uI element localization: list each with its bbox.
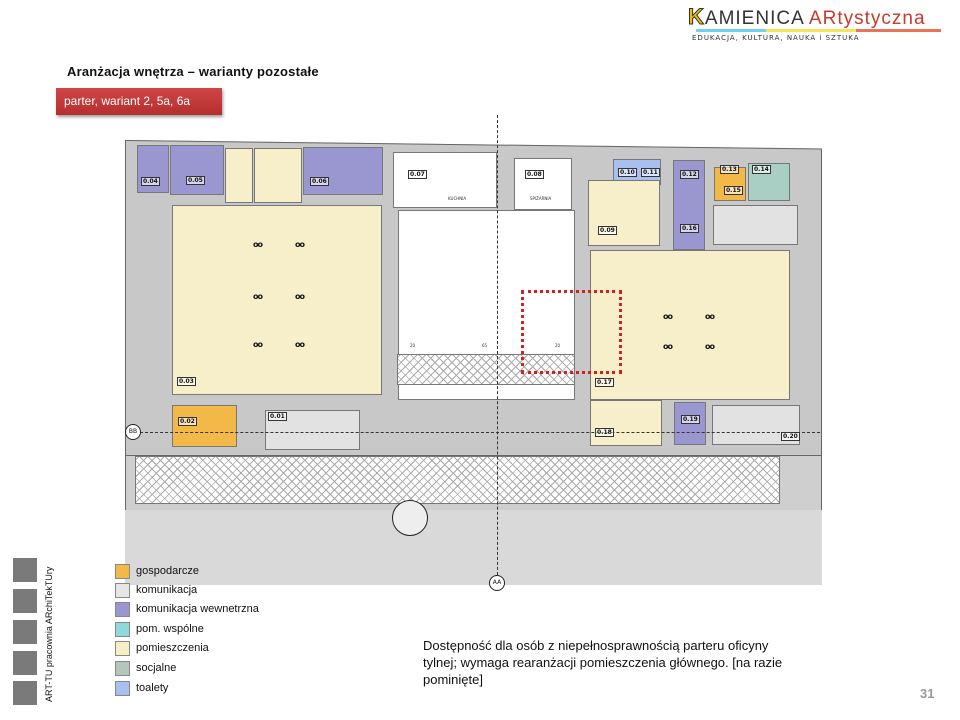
room-label: 0.14 bbox=[752, 165, 771, 174]
legend-label: komunikacja wewnetrzna bbox=[136, 603, 259, 615]
room-label: 0.17 bbox=[595, 378, 614, 387]
slide-title: Aranżacja wnętrza – warianty pozostałe bbox=[67, 64, 319, 79]
legend-item: socjalne bbox=[115, 660, 176, 676]
room-label: 0.18 bbox=[595, 428, 614, 437]
room-label: 0.10 bbox=[618, 168, 637, 177]
kitchen-label: KUCHNIA bbox=[448, 196, 467, 201]
legend-label: socjalne bbox=[136, 662, 177, 674]
legend-label: toalety bbox=[136, 682, 169, 694]
room-label: 0.05 bbox=[186, 176, 205, 185]
dimension: 20 bbox=[555, 343, 561, 348]
swatch bbox=[115, 660, 130, 676]
logo-subtitle: EDUKACJA, KULTURA, NAUKA i SZTUKA bbox=[692, 34, 860, 42]
room-label: 0.01 bbox=[268, 412, 287, 421]
accessibility-note: Dostępność dla osób z niepełnosprawności… bbox=[423, 638, 783, 687]
section-bb-marker: BB bbox=[125, 424, 141, 440]
swatch bbox=[115, 680, 130, 696]
logo-accent: ARtystyczna bbox=[808, 8, 926, 29]
dimension: 20 bbox=[410, 343, 416, 348]
room-label: 0.08 bbox=[525, 170, 544, 179]
room-label: 0.07 bbox=[408, 170, 427, 179]
page-number: 31 bbox=[920, 686, 935, 701]
swatch bbox=[115, 621, 130, 637]
legend-item: pom. wspólne bbox=[115, 621, 204, 637]
swatch bbox=[115, 582, 130, 598]
legend-label: gospodarcze bbox=[136, 565, 199, 577]
legend-label: komunikacja bbox=[136, 584, 198, 596]
room-label: 0.09 bbox=[598, 226, 617, 235]
studio-credit: ART-TU pracownia ARchiTekTUry bbox=[44, 566, 54, 702]
room-label: 0.06 bbox=[310, 177, 329, 186]
variant-badge: parter, wariant 2, 5a, 6a bbox=[56, 88, 222, 115]
legend-item: gospodarcze bbox=[115, 563, 199, 579]
room-label: 0.03 bbox=[177, 377, 196, 386]
logo: KAMIENICA ARtystyczna EDUKACJA, KULTURA,… bbox=[688, 4, 948, 50]
logo-main: AMIENICA bbox=[704, 8, 809, 29]
swatch bbox=[115, 563, 130, 579]
room-label: 0.13 bbox=[720, 165, 739, 174]
dimension: 65 bbox=[482, 343, 488, 348]
section-aa-marker: AA bbox=[489, 575, 505, 591]
room-label: 0.04 bbox=[141, 177, 160, 186]
room-label: 0.20 bbox=[781, 432, 800, 441]
swatch bbox=[115, 601, 130, 617]
legend-label: pomieszczenia bbox=[136, 642, 209, 654]
room-label: 0.16 bbox=[680, 224, 699, 233]
room-label: 0.11 bbox=[641, 168, 660, 177]
decor-square bbox=[13, 681, 37, 705]
swatch bbox=[115, 640, 130, 656]
legend-label: pom. wspólne bbox=[136, 623, 204, 635]
decor-square bbox=[13, 620, 37, 644]
legend-item: pomieszczenia bbox=[115, 640, 209, 656]
room-label: 0.02 bbox=[178, 417, 197, 426]
legend-item: komunikacja bbox=[115, 582, 197, 598]
legend-item: toalety bbox=[115, 680, 168, 696]
decor-square bbox=[13, 651, 37, 675]
legend-item: komunikacja wewnetrzna bbox=[115, 601, 259, 617]
room-label: 0.15 bbox=[724, 186, 743, 195]
room-label: 0.19 bbox=[681, 415, 700, 424]
accessibility-highlight bbox=[521, 290, 622, 374]
decor-square bbox=[13, 558, 37, 582]
room-label: 0.12 bbox=[680, 170, 699, 179]
pantry-label: SPIŻARNIA bbox=[530, 196, 552, 201]
logo-k: K bbox=[688, 4, 705, 30]
spiral-stair-icon bbox=[392, 500, 428, 536]
decor-square bbox=[13, 589, 37, 613]
